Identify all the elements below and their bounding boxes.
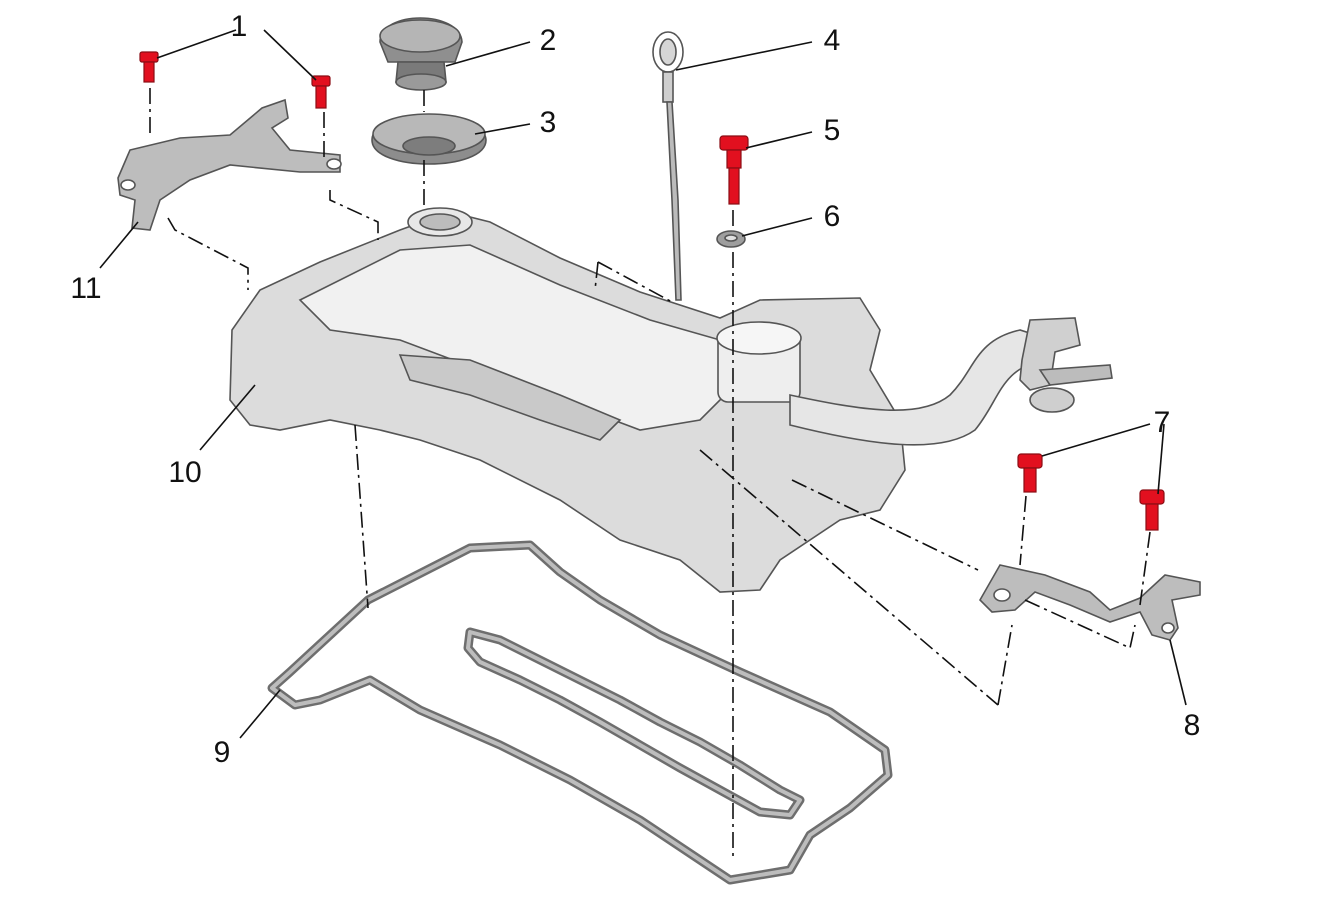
callout-9: 9	[214, 736, 231, 769]
oil-filler-cap	[379, 17, 463, 91]
callout-7: 7	[1154, 406, 1171, 439]
callout-1: 1	[231, 10, 248, 43]
bolt-1b	[311, 75, 331, 109]
right-bracket	[979, 564, 1201, 641]
callout-10: 10	[168, 456, 201, 489]
leader-lines	[99, 29, 1187, 739]
callout-8: 8	[1184, 709, 1201, 742]
filler-seal-ring	[371, 113, 487, 165]
callout-6: 6	[824, 200, 841, 233]
bolt-5	[719, 135, 749, 205]
oil-dipstick	[652, 31, 684, 301]
valve-cover	[229, 207, 1113, 593]
callout-11: 11	[70, 272, 101, 305]
washer-6	[716, 230, 746, 248]
bolt-1a	[139, 51, 159, 83]
bolt-7a	[1017, 453, 1043, 493]
callout-5: 5	[824, 114, 841, 147]
bolt-7b	[1139, 489, 1165, 531]
assembly-lines	[149, 88, 1151, 860]
valve-cover-gasket	[267, 540, 893, 885]
left-bracket	[117, 98, 342, 231]
callout-4: 4	[824, 24, 841, 57]
callout-labels: 1 2 3 4 5 6 7 8 9 10 11	[70, 10, 1200, 769]
callout-3: 3	[540, 106, 557, 139]
callout-2: 2	[540, 24, 557, 57]
